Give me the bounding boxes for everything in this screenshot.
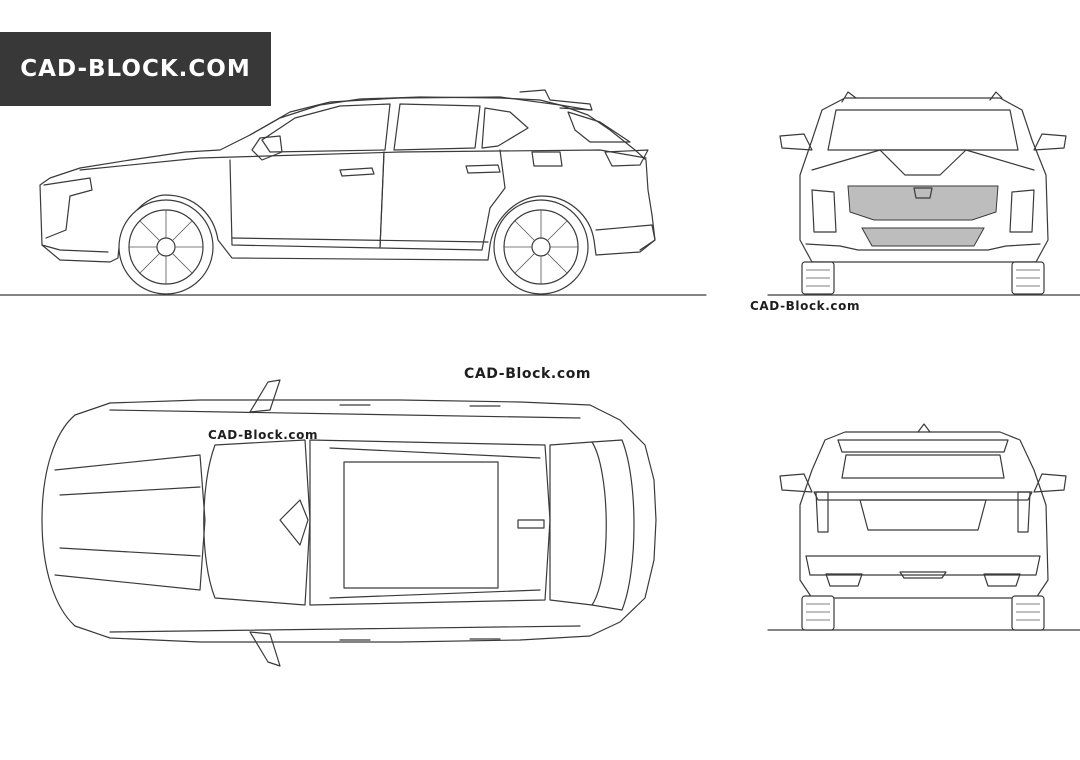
rear-taillight-right [1017, 491, 1031, 533]
front-mirror-right [1033, 133, 1067, 151]
rear-bumper [805, 555, 1041, 576]
top-mirror-lower [249, 631, 281, 667]
side-handle-rear [465, 164, 501, 174]
side-fuel-door [531, 151, 563, 167]
top-cowl [279, 499, 309, 546]
side-character-line [79, 149, 647, 171]
top-antenna [517, 519, 545, 529]
rear-shark-fin [917, 423, 931, 433]
top-handle-1 [339, 404, 501, 407]
top-view [41, 379, 657, 667]
rear-exhaust-right [983, 573, 1021, 587]
side-headlight [43, 177, 93, 239]
side-front-window [261, 103, 391, 153]
side-rear-bumper [595, 224, 656, 251]
side-rear-door [379, 149, 506, 251]
top-hood-crease-2 [59, 547, 201, 557]
side-rear-glass [567, 111, 631, 143]
front-headlight-right [1009, 189, 1035, 233]
rear-right-tire [1011, 595, 1045, 631]
rear-taillight-left [815, 491, 829, 533]
side-mirror [251, 135, 283, 161]
rear-view [767, 423, 1080, 631]
front-bumper-line [805, 243, 1041, 251]
rear-license-area [859, 499, 987, 531]
front-lower-intake [861, 227, 985, 247]
front-headlight-left [811, 189, 837, 233]
side-rear-wheel [493, 199, 589, 295]
rear-tire-tread [806, 603, 1040, 621]
watermark-front: CAD-Block.com [750, 299, 861, 313]
front-windshield [827, 109, 1019, 151]
logo-text: CAD-BLOCK.COM [20, 56, 251, 82]
rear-taillight-bar [813, 491, 1033, 501]
rear-mirror-right [1033, 473, 1067, 493]
top-rail-lower [329, 589, 541, 599]
side-rear-window [393, 103, 481, 151]
side-front-door [229, 151, 385, 249]
top-windshield [203, 439, 311, 606]
side-front-wheel [118, 199, 214, 295]
rear-diffuser [899, 571, 947, 579]
logo-banner: CAD-BLOCK.COM [0, 32, 271, 106]
side-view [0, 89, 707, 296]
rear-spoiler [837, 439, 1009, 453]
watermark-middle: CAD-Block.com [464, 366, 592, 382]
top-handle-2 [339, 638, 501, 641]
side-spoiler [519, 89, 593, 111]
rear-exhaust-left [825, 573, 863, 587]
front-emblem [913, 187, 933, 199]
top-tailgate [591, 439, 635, 611]
top-hood [54, 454, 206, 591]
top-mirror-upper [249, 379, 281, 413]
top-sunroof [343, 461, 499, 589]
side-taillight [604, 149, 649, 167]
front-roof-rails [841, 91, 1003, 103]
side-handle-front [339, 167, 375, 177]
top-rear-window [549, 441, 607, 606]
side-sill [231, 237, 489, 243]
top-side-line-lower [109, 625, 581, 633]
front-hood [811, 149, 1035, 171]
top-roof [309, 439, 551, 606]
top-rail-upper [329, 447, 541, 459]
front-tire-tread [806, 269, 1040, 287]
front-hood-crease [879, 149, 967, 176]
side-quarter-window [481, 107, 529, 149]
front-view [767, 91, 1080, 296]
rear-left-tire [801, 595, 835, 631]
rear-mirror-left [779, 473, 813, 493]
front-grille [847, 185, 999, 221]
top-body-outline [41, 399, 657, 643]
rear-window [841, 454, 1005, 479]
side-roof [249, 96, 591, 136]
front-mirror-left [779, 133, 813, 151]
watermark-top-view: CAD-Block.com [208, 428, 319, 442]
top-side-line-upper [109, 409, 581, 419]
side-front-bumper [41, 244, 109, 253]
rear-body-outline [799, 431, 1049, 599]
top-hood-crease-1 [59, 486, 201, 496]
